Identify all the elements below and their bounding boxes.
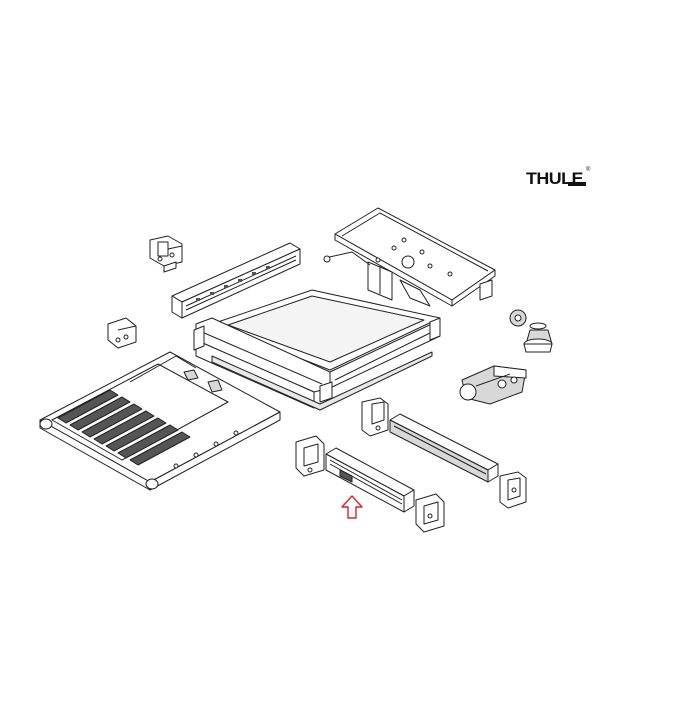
rear-rail-end-bracket-left	[361, 397, 389, 437]
thule-logo: THULE ®	[526, 167, 594, 191]
trademark-symbol: ®	[586, 167, 591, 173]
gear-large	[523, 322, 553, 353]
clip-pair	[183, 369, 223, 393]
rear-rail-end-bracket-right	[499, 471, 527, 509]
rear-rail	[389, 413, 499, 483]
logo-underbar	[568, 182, 586, 186]
gear-small	[509, 309, 527, 327]
logo-text: THULE	[526, 169, 583, 188]
front-rail	[325, 447, 415, 513]
step-platform	[39, 351, 281, 491]
left-guide-rail	[171, 242, 301, 319]
highlight-arrow-icon	[341, 495, 363, 519]
frame-tray	[193, 289, 441, 411]
top-mounting-plate	[323, 207, 496, 307]
front-rail-end-bracket-left	[295, 435, 325, 477]
front-rail-end-bracket-right	[415, 493, 445, 533]
spare-bracket-left	[107, 317, 137, 349]
motor-assembly	[459, 365, 527, 405]
left-rail-bracket	[149, 235, 183, 273]
